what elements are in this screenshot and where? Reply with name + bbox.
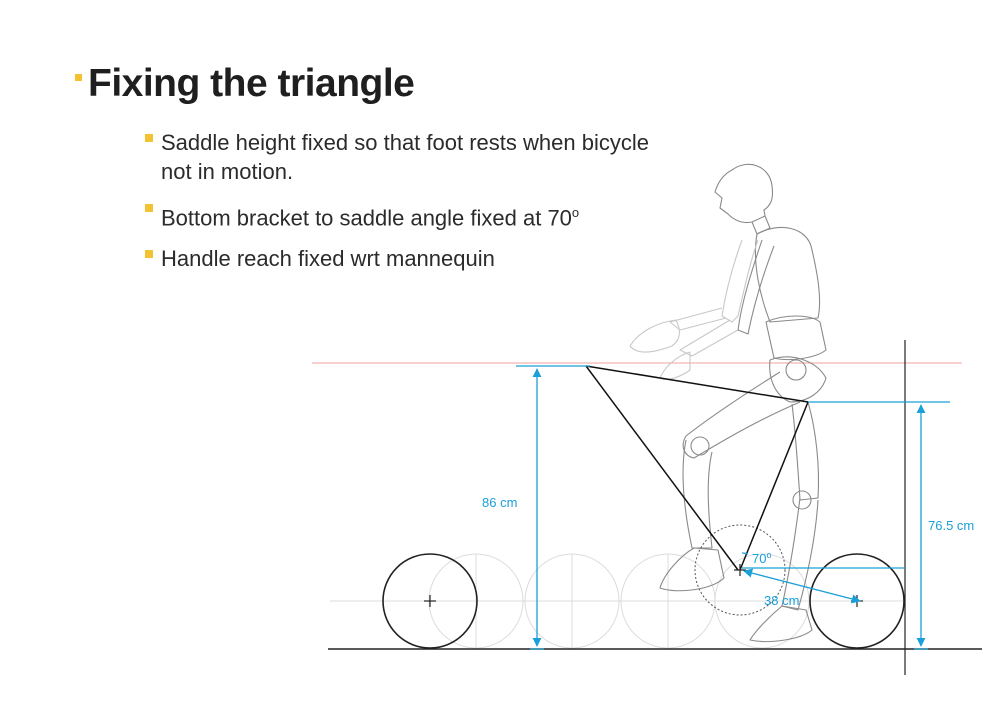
bullet-text: Saddle height fixed so that foot rests w…: [161, 130, 649, 184]
degree-superscript: o: [571, 205, 580, 220]
bullet-square-icon: [145, 134, 153, 142]
reach-label: 38 cm: [764, 593, 799, 608]
mannequin-sketch: [629, 163, 827, 643]
bullet-list: Saddle height fixed so that foot rests w…: [145, 128, 665, 285]
bullet-square-icon: [145, 204, 153, 212]
bullet-square-icon: [145, 250, 153, 259]
handle-height-label: 76.5 cm: [928, 518, 974, 533]
bullet-text: Handle reach fixed wrt mannequin: [161, 246, 495, 272]
bullet-text: Bottom bracket to saddle angle fixed at …: [161, 205, 572, 231]
slide-title: Fixing the triangle: [88, 62, 415, 105]
angle-label: 70o: [752, 550, 771, 566]
bullet-item-saddle-height: Saddle height fixed so that foot rests w…: [145, 128, 665, 186]
saddle-height-label: 86 cm: [482, 495, 517, 510]
bullet-item-bracket-angle: Bottom bracket to saddle angle fixed at …: [145, 198, 665, 232]
angle-degree-sup: o: [766, 550, 771, 560]
angle-value: 70: [752, 551, 766, 566]
bullet-item-handle-reach: Handle reach fixed wrt mannequin: [145, 244, 665, 273]
title-bullet-icon: [75, 74, 82, 81]
frame-triangle: [585, 365, 809, 571]
dimension-lines: [516, 365, 950, 647]
rear-wheel: [382, 553, 478, 649]
